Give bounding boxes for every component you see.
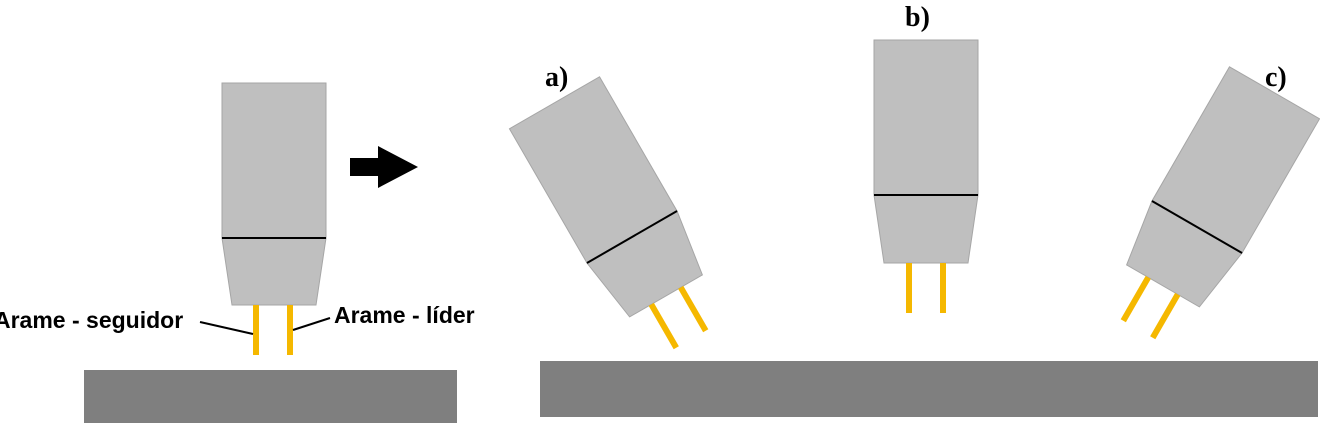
leader-leader-line	[292, 317, 331, 331]
label-panel-a: a)	[545, 62, 568, 93]
travel-direction-arrow-icon	[350, 146, 418, 188]
torch-nozzle	[221, 237, 327, 306]
torch-body	[221, 82, 327, 239]
follower-leader-line	[199, 321, 254, 335]
torch-c	[1093, 67, 1320, 355]
label-wire-leader: Arame - líder	[334, 302, 475, 328]
torch-a	[509, 77, 736, 365]
workpiece-left	[84, 370, 457, 423]
label-wire-follower: Arame - seguidor	[0, 307, 183, 333]
workpiece-right	[540, 361, 1318, 417]
reference-torch	[221, 82, 327, 355]
label-panel-b: b)	[905, 2, 930, 33]
label-panel-c: c)	[1265, 62, 1287, 93]
torch-b	[874, 40, 978, 313]
